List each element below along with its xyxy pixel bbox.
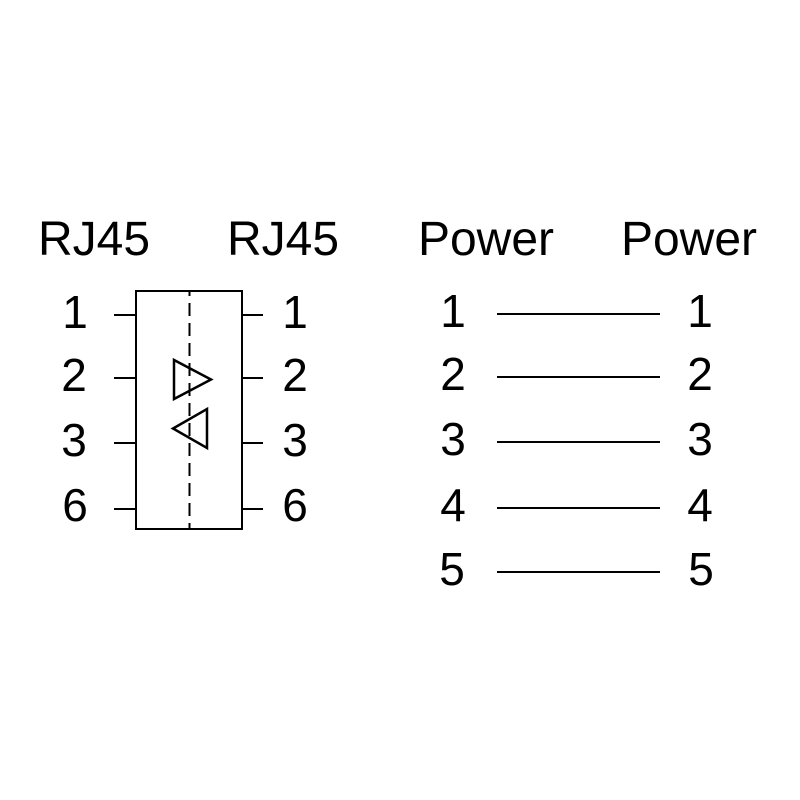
power-left-pin-5: 5	[439, 543, 465, 595]
rj45-left-pin-1: 1	[62, 286, 88, 338]
power-wire-4	[497, 507, 660, 509]
rj45-left-stub-3	[114, 442, 136, 444]
power-wire-1	[497, 313, 660, 315]
rj45-left-stub-1	[114, 314, 136, 316]
coupler-box-outline	[135, 290, 243, 530]
power-left-pin-3: 3	[440, 413, 466, 465]
power-right-pin-5: 5	[688, 543, 714, 595]
rj45-right-pin-6: 6	[282, 479, 308, 531]
power-right-pin-4: 4	[687, 479, 713, 531]
rj45-right-pin-3: 3	[282, 414, 308, 466]
rj45-left-stub-6	[114, 508, 136, 510]
power-left-pin-4: 4	[440, 479, 466, 531]
rj45-right-stub-2	[242, 377, 263, 379]
rj45-right-stub-1	[242, 314, 263, 316]
rj45-left-pin-6: 6	[62, 479, 88, 531]
rj45-left-pin-3: 3	[61, 414, 87, 466]
rj45-right-pin-1: 1	[282, 286, 308, 338]
rj45-right-stub-6	[242, 508, 263, 510]
power-wire-5	[497, 571, 660, 573]
power-wire-3	[497, 441, 660, 443]
power-right-pin-3: 3	[687, 413, 713, 465]
power-header-right: Power	[620, 213, 758, 266]
triangle-right-icon	[172, 357, 214, 402]
rj45-left-stub-2	[114, 377, 136, 379]
rj45-coupler-box	[135, 290, 243, 530]
rj45-header-right: RJ45	[226, 213, 340, 266]
power-left-pin-2: 2	[440, 348, 466, 400]
rj45-right-stub-3	[242, 442, 263, 444]
power-header-left: Power	[417, 213, 555, 266]
rj45-header-left: RJ45	[37, 213, 151, 266]
power-left-pin-1: 1	[440, 285, 466, 337]
power-wire-2	[497, 376, 660, 378]
power-right-pin-2: 2	[687, 348, 713, 400]
rj45-left-pin-2: 2	[61, 349, 87, 401]
triangle-left-icon	[170, 406, 209, 451]
power-right-pin-1: 1	[687, 285, 713, 337]
rj45-right-pin-2: 2	[282, 349, 308, 401]
